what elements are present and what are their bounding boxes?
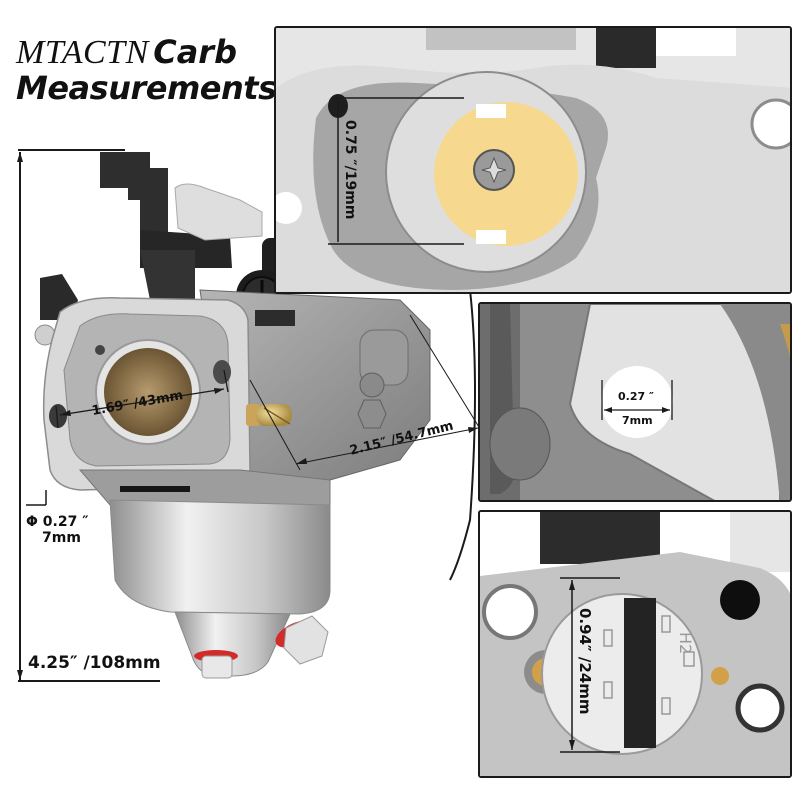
overall-height-label: 4.25″ /108mm (28, 653, 161, 673)
bolt-hole-left (49, 404, 67, 428)
bolt-hole-right (213, 360, 231, 384)
title-line-measurements: Measurements (16, 69, 277, 107)
throttle-shaft (624, 598, 656, 748)
inlet-diameter-mm: 7mm (42, 530, 81, 547)
inlet-hole (601, 366, 673, 438)
inlet-diameter-inches: 0.27 ″ (42, 514, 89, 530)
choke-cap (174, 183, 263, 241)
inlet-hole-closeup (480, 304, 790, 500)
height-dimension-line (17, 149, 160, 682)
inlet-leader (26, 490, 47, 506)
outlet-bore (541, 593, 703, 755)
detail-panel-inlet-hole: 0.27 ″ 7mm (478, 302, 792, 502)
infographic-title: MTACTN Carb Measurements (16, 33, 277, 107)
detail-panel-outlet-bore: 0.94″ /24mm H2 (478, 510, 792, 778)
phi-symbol: Φ (26, 514, 38, 530)
depth-dimension (249, 314, 483, 471)
choke-lever (100, 152, 232, 300)
throttle-bore-label: 0.75 ″/19mm (342, 120, 358, 220)
outlet-bore-label: 0.94″ /24mm (576, 608, 594, 715)
detail-panel-throttle-bore: 0.75 ″/19mm (274, 26, 792, 294)
idle-mixture-screw (246, 404, 292, 426)
float-bowl (109, 499, 331, 615)
title-word-carb: Carb (153, 33, 237, 71)
inlet-hole-mm: 7mm (622, 414, 653, 427)
throttle-bore-closeup (276, 28, 790, 292)
part-marking-h2: H2 (676, 632, 695, 655)
outlet-bore-closeup (480, 512, 790, 776)
inlet-hole-inches: 0.27 ″ (618, 390, 654, 403)
drain-bolt-hex (283, 615, 329, 665)
inlet-diameter-label: Φ 0.27 ″ 7mm (26, 514, 88, 546)
brand-name: MTACTN (16, 34, 149, 71)
bolt-spacing-dimension (55, 369, 229, 429)
